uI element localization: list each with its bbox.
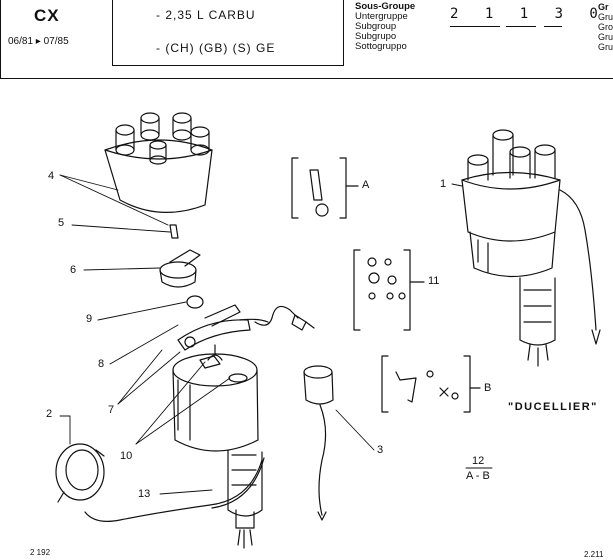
rotor-drawing [159,249,201,288]
callout-8: 8 [98,358,105,370]
distributor-body-drawing [172,344,263,549]
callout-A: A [362,179,370,191]
callout-4: 4 [48,170,55,182]
footer-right: 2.211 [584,550,604,559]
detail-A-drawing [291,157,359,219]
group-label-de: Gru [598,12,613,22]
assembled-distributor-drawing [461,129,601,367]
model-name: CX [34,6,60,25]
callout-10: 10 [120,450,133,462]
condenser-lead-drawing [254,305,315,331]
subgroup-label-de: Untergruppe [355,11,408,22]
subgroup-label-fr: Sous-Groupe [355,1,416,12]
group-label-es: Gru [598,32,613,42]
code-underline-3 [544,26,562,27]
callout-2: 2 [46,408,53,420]
market-spec: - (CH) (GB) (S) GE [156,41,276,55]
callout-12-sub: A - B [466,470,490,482]
callout-13: 13 [138,488,151,500]
callout-5: 5 [58,217,65,229]
leader-lines [59,174,493,495]
callout-B: B [484,382,492,394]
footer-left: 2 192 [30,548,51,557]
group-label-en: Gro [598,22,613,32]
subgroup-label-it: Sottogruppo [355,41,407,52]
callout-6: 6 [70,264,77,276]
callout-1: 1 [440,178,447,190]
callout-3: 3 [377,444,384,456]
code-underline-2 [506,26,536,27]
spec-box [112,0,344,66]
subgroup-label-en: Subgroup [355,21,397,32]
callout-11: 11 [428,275,440,287]
subgroup-code: 2 1 1 3 0 [450,6,607,22]
callout-9: 9 [86,313,93,325]
detail-11-drawing [353,249,425,331]
vacuum-hose-edge [211,457,265,509]
callout-7: 7 [108,404,115,416]
group-label-it: Gru [598,42,613,52]
distributor-cap-drawing [104,112,213,213]
subgroup-label-es: Subgrupo [355,31,397,42]
carbon-brush-drawing [169,224,179,239]
vacuum-hose-drawing [84,459,263,522]
felt-drawing [186,295,204,309]
code-underline-1 [450,26,500,27]
header-bottom-rule [0,78,613,79]
production-dates: 06/81 ▸ 07/85 [8,36,69,47]
spring-clip-drawing [55,443,105,503]
breaker-plate-drawing [177,304,269,351]
brand-label: "DUCELLIER" [508,401,598,413]
callout-12: 12 [472,455,485,467]
condenser-drawing [303,365,334,521]
group-label-fr: Gr [598,2,609,12]
header-left-rule [0,0,1,78]
detail-B-drawing [381,355,481,413]
engine-spec: - 2,35 L CARBU [156,8,256,22]
